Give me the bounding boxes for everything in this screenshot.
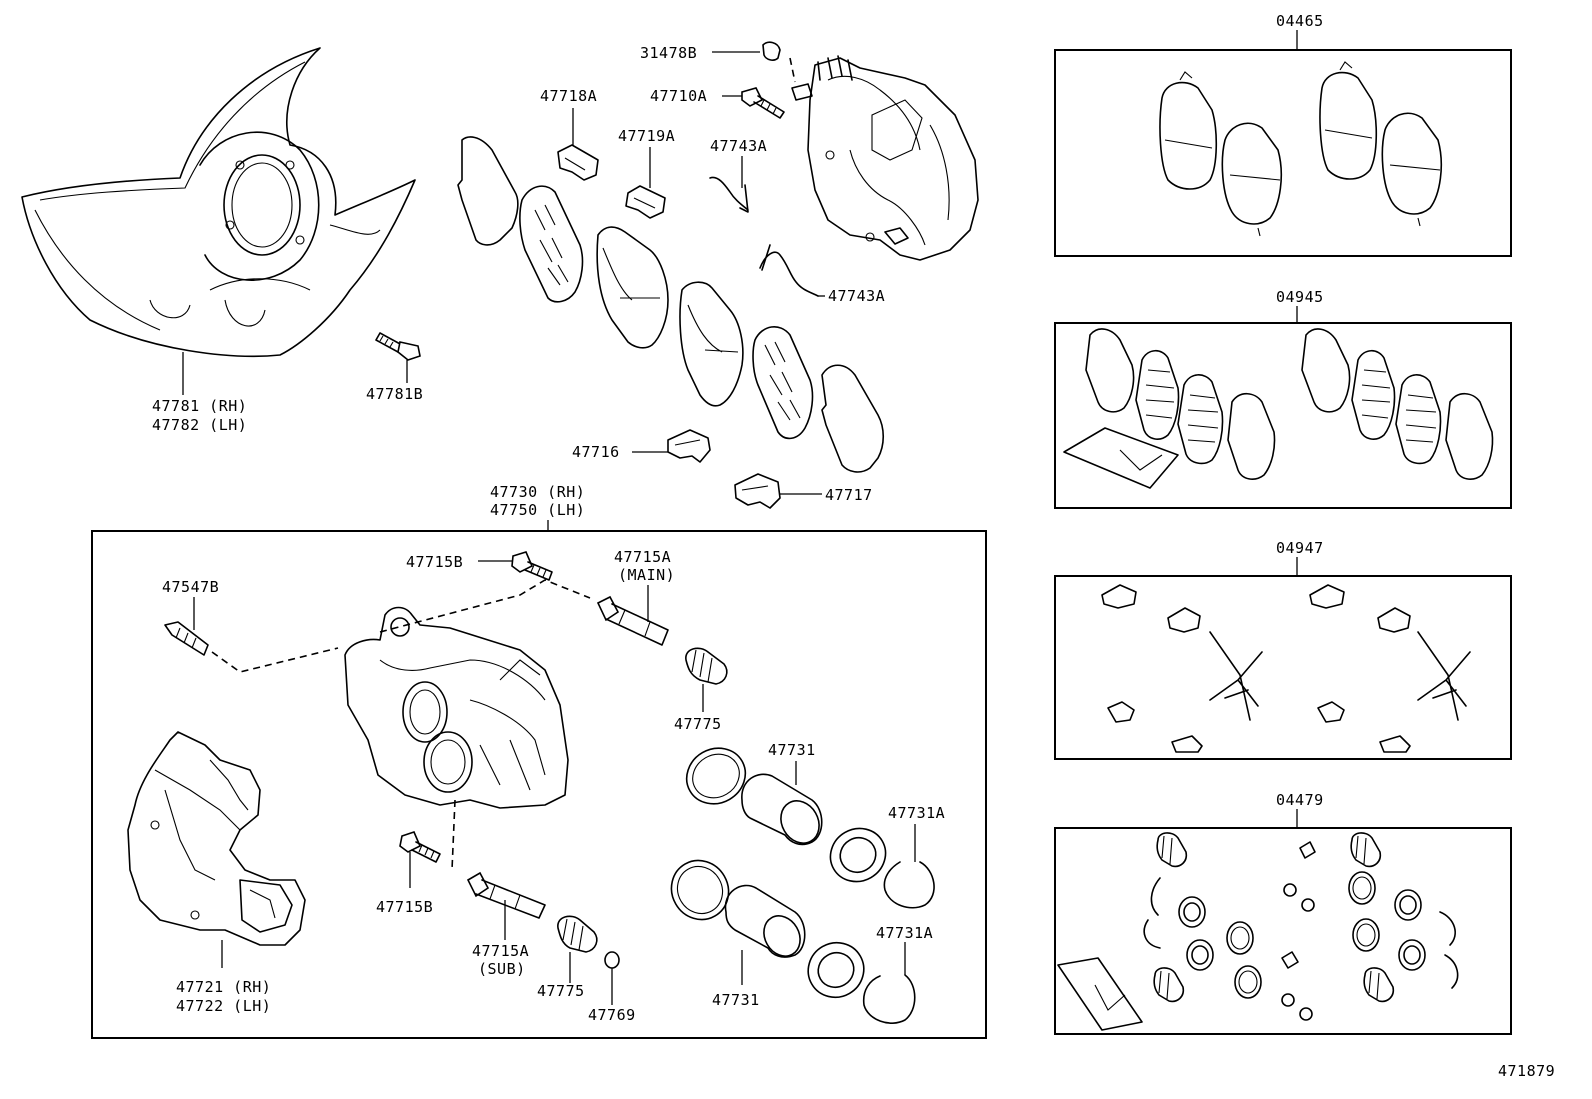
connection-line-bleeder: [211, 647, 339, 673]
label-47719A: 47719A: [618, 127, 675, 145]
label-47730-rh: 47730 (RH): [490, 483, 585, 501]
cylinder-body-drawing: [344, 606, 569, 809]
kit-04479-seals-drawing: [1057, 832, 1459, 1031]
clip-47716-drawing: [667, 429, 711, 463]
label-47731-top: 47731: [768, 741, 816, 759]
bolt-47715B-top-drawing: [511, 551, 553, 581]
seal-ring-upper-drawing: [685, 747, 747, 805]
piston-lower-drawing: [724, 884, 806, 958]
kit-04945-code: 04945: [1276, 288, 1324, 306]
set-ring-lower-drawing: [862, 974, 916, 1024]
label-47721-rh: 47721 (RH): [176, 978, 271, 996]
slide-pin-47715A-sub-drawing: [466, 871, 546, 919]
seal-ring-lower-drawing: [670, 859, 730, 921]
caliper-assembly-drawing: [789, 55, 979, 261]
slide-pin-47715A-main-drawing: [596, 595, 669, 646]
kit-04947-clips-drawing: [1101, 584, 1471, 753]
boot-47775-lower-drawing: [557, 915, 598, 953]
label-47715A-main: 47715A: [614, 548, 671, 566]
label-47775-bottom: 47775: [537, 982, 585, 1000]
label-47750-lh: 47750 (LH): [490, 501, 585, 519]
bolt-47715B-bottom-drawing: [399, 831, 441, 863]
connection-line-top-bolt: [379, 579, 591, 633]
dust-boot-lower-drawing: [807, 941, 865, 999]
label-47769: 47769: [588, 1006, 636, 1024]
label-47731A-bottom: 47731A: [876, 924, 933, 942]
label-47731-bottom: 47731: [712, 991, 760, 1009]
label-47715B-top: 47715B: [406, 553, 463, 571]
kit-04945-shims-drawing: [1063, 328, 1494, 489]
label-47743A-lower: 47743A: [828, 287, 885, 305]
label-47715B-bottom: 47715B: [376, 898, 433, 916]
clip-47719A-drawing: [625, 185, 666, 219]
cap-47769-drawing: [604, 951, 620, 969]
label-47715A-sub: 47715A: [472, 942, 529, 960]
mounting-support-drawing: [127, 731, 306, 946]
label-47718A: 47718A: [540, 87, 597, 105]
anti-squeal-shim-plate-right: [752, 326, 814, 440]
kit-04947-code: 04947: [1276, 539, 1324, 557]
clip-47718A-drawing: [557, 144, 599, 181]
cap-31478B-drawing: [762, 41, 781, 61]
piston-upper-drawing: [741, 773, 823, 846]
label-47722-lh: 47722 (LH): [176, 997, 271, 1015]
dust-cover-drawing: [21, 47, 416, 357]
label-47710A: 47710A: [650, 87, 707, 105]
label-47743A-upper: 47743A: [710, 137, 767, 155]
label-47547B: 47547B: [162, 578, 219, 596]
label-sub-tag: (SUB): [478, 960, 526, 978]
pad-support-spring-upper: [709, 176, 749, 213]
label-47717: 47717: [825, 486, 873, 504]
label-47731A-top: 47731A: [888, 804, 945, 822]
label-main-tag: (MAIN): [618, 566, 675, 584]
boot-47775-upper-drawing: [685, 647, 728, 685]
bolt-47781B-drawing: [375, 332, 421, 361]
label-47716: 47716: [572, 443, 620, 461]
anti-squeal-shim-left: [457, 136, 519, 246]
bleeder-47710A-drawing: [741, 87, 785, 119]
clip-47717-drawing: [734, 473, 781, 509]
brake-pad-right: [679, 281, 744, 407]
kit-04945-box: [1054, 322, 1512, 509]
caliper-detail-box: [91, 530, 987, 1039]
kit-04465-pads-drawing: [1159, 61, 1443, 237]
dust-boot-upper-drawing: [829, 827, 887, 883]
kit-04465-code: 04465: [1276, 12, 1324, 30]
label-47781-rh: 47781 (RH): [152, 397, 247, 415]
set-ring-upper-drawing: [883, 861, 935, 909]
anti-squeal-shim-plate-left: [519, 185, 584, 303]
kit-04479-code: 04479: [1276, 791, 1324, 809]
kit-04947-box: [1054, 575, 1512, 760]
kit-04465-box: [1054, 49, 1512, 257]
brake-pad-left: [596, 226, 669, 349]
figure-number: 471879: [1498, 1062, 1555, 1080]
pad-support-spring-lower: [759, 244, 819, 297]
label-47782-lh: 47782 (LH): [152, 416, 247, 434]
connection-line-bottom-bolt: [451, 799, 456, 871]
label-47775-top: 47775: [674, 715, 722, 733]
label-47781B: 47781B: [366, 385, 423, 403]
label-31478B: 31478B: [640, 44, 697, 62]
kit-04479-box: [1054, 827, 1512, 1035]
bleeder-47547B-drawing: [164, 621, 209, 656]
anti-squeal-shim-right: [821, 364, 885, 473]
